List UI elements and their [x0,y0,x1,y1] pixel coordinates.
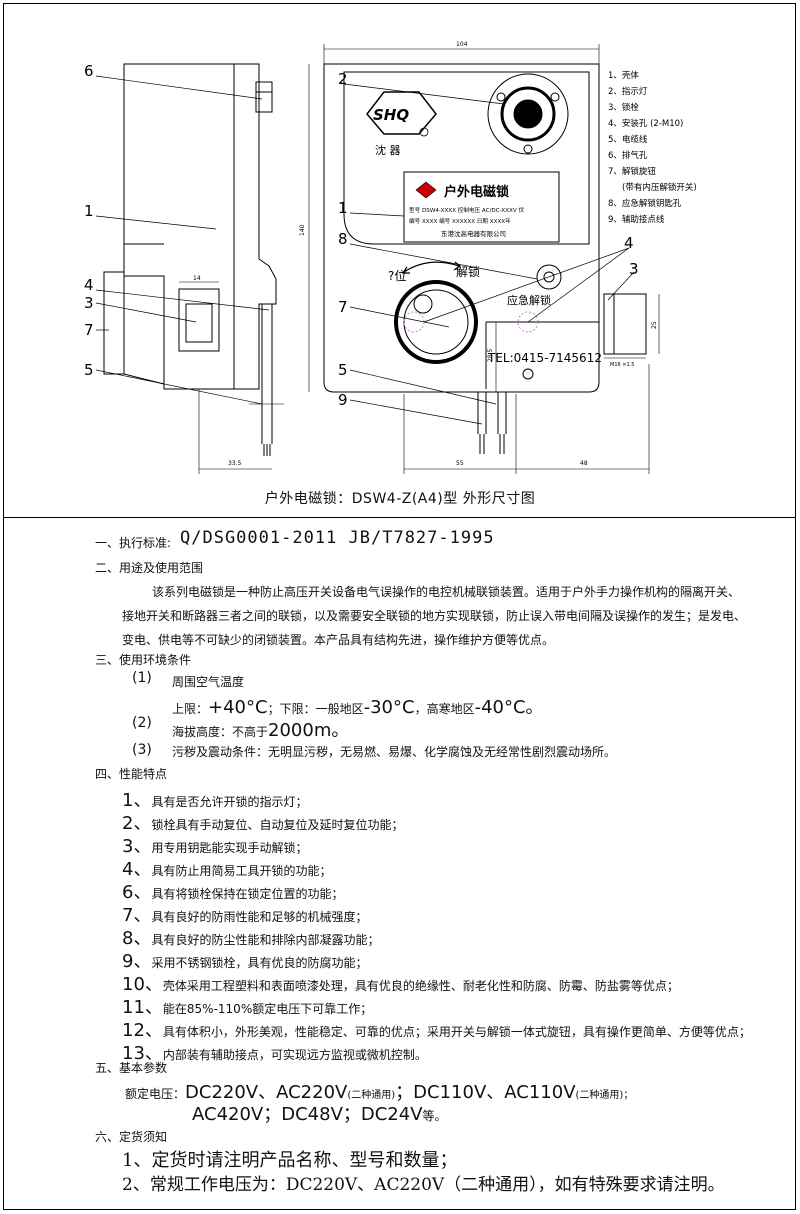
dial-labels: ?位 解锁 应急解锁 [388,261,551,307]
feature-item: 7、具有良好的防雨性能和足够的机械强度； [122,905,368,926]
s3-1-no: (1) [132,670,152,686]
svg-text:SHQ: SHQ [373,106,409,124]
s3-1-temps: 上限：+40°C；下限：一般地区-30°C，高寒地区-40°C。 [172,697,544,718]
svg-text:8、应急解锁钥匙孔: 8、应急解锁钥匙孔 [608,198,682,209]
svg-text:4: 4 [84,276,94,294]
telephone: TEL:0415-7145612 [487,351,602,365]
svg-text:2: 2 [338,70,348,88]
front-view [308,44,650,474]
svg-text:6: 6 [84,62,94,80]
s3-1: 周围空气温度 [172,675,245,689]
svg-text:9: 9 [338,391,348,409]
svg-text:25: 25 [651,321,658,329]
brand-name: 沈 器 [375,143,401,157]
svg-text:(带有内压解锁开关): (带有内压解锁开关) [622,182,697,193]
svg-text:2、指示灯: 2、指示灯 [608,86,648,97]
unlock-label: 解锁 [456,264,480,279]
svg-text:8: 8 [338,230,348,248]
dimension-drawing: 6 1 4 3 7 5 2 1 8 7 5 9 4 3 SHQ 沈 器 户外电磁… [84,41,697,474]
svg-text:1: 1 [338,199,348,217]
svg-text:6、排气孔: 6、排气孔 [608,150,648,161]
svg-text:户外电磁锁: 户外电磁锁 [444,184,509,200]
feature-item: 9、采用不锈钢锁栓，具有优良的防腐功能； [122,951,368,972]
s2-para-1: 该系列电磁锁是一种防止高压开关设备电气误操作的电控机械联锁装置。适用于户外手力操… [152,585,741,599]
feature-item: 13、内部装有辅助接点，可实现远方监视或微机控制。 [122,1043,427,1064]
parts-legend: 1、壳体 2、指示灯 3、锁栓 4、安装孔 (2-M10) 5、电缆线 6、排气… [608,70,697,225]
svg-text:东港沈高电器有限公司: 东港沈高电器有限公司 [441,229,506,238]
s3-3: 污秽及震动条件：无明显污秽，无易燃、易爆、化学腐蚀及无经常性剧烈震动场所。 [172,745,617,759]
brand-logo: SHQ [366,91,437,137]
s3-2: 海拔高度：不高于2000m。 [172,720,350,741]
reset-label: ?位 [388,268,406,283]
feature-item: 11、能在85%-110%额定电压下可靠工作； [122,997,373,1018]
bolt-detail [603,293,660,359]
feature-item: 10、壳体采用工程塑料和表面喷漆处理，具有优良的绝缘性、耐老化性和防腐、防霉、防… [122,974,679,995]
section-divider [4,517,796,518]
drawing-caption: 户外电磁锁：DSW4-Z(A4)型 外形尺寸图 [264,491,536,507]
feature-item: 8、具有良好的防尘性能和排除内部凝露功能； [122,928,380,949]
s1-standards: Q/DSG0001-2011 JB/T7827-1995 [180,528,495,548]
svg-text:M16 ×1.5: M16 ×1.5 [610,362,634,368]
leader-lines [95,75,635,425]
feature-item: 4、具有防止用简易工具开锁的功能； [122,859,332,880]
s3-title: 三、使用环境条件 [95,653,192,667]
s3-3-no: (3) [132,742,152,758]
s6-item-2: 2、常规工作电压为：DC220V、AC220V（二种通用），如有特殊要求请注明。 [122,1175,725,1195]
side-view [103,63,284,474]
page-frame [3,3,796,1210]
s6-item-1: 1、定货时请注明产品名称、型号和数量； [122,1150,458,1171]
svg-text:9、辅助接点线: 9、辅助接点线 [608,214,665,225]
s2-title: 二、用途及使用范围 [95,561,204,575]
s4-title: 四、性能特点 [95,767,168,781]
feature-item: 6、具有将锁栓保持在锁定位置的功能； [122,882,344,903]
svg-text:型号 DSW4-XXXX 控制电压 AC/DC-XXXV 伏: 型号 DSW4-XXXX 控制电压 AC/DC-XXXV 伏 [409,206,524,214]
svg-text:5: 5 [338,361,348,379]
svg-text:104: 104 [456,41,468,48]
svg-text:28.5: 28.5 [487,348,494,362]
emergency-label: 应急解锁 [507,293,551,307]
dimension-values: 104 140 14 33.5 55 48 28.5 25 M16 ×1.5 [193,41,658,467]
s2-para-3: 变电、供电等不可缺少的闭锁装置。本产品具有结构先进，操作维护方便等优点。 [122,633,555,647]
svg-text:3、锁栓: 3、锁栓 [608,102,639,113]
svg-text:4: 4 [624,234,634,252]
svg-text:48: 48 [580,460,588,467]
svg-text:编号 XXXX 编号 XXXXXX 日期 XXXX年: 编号 XXXX 编号 XXXXXX 日期 XXXX年 [409,217,511,225]
svg-text:1、壳体: 1、壳体 [608,70,639,81]
svg-text:14: 14 [193,275,201,282]
svg-text:140: 140 [299,224,306,236]
s6-title: 六、定货须知 [95,1130,168,1144]
s5-voltages-2: AC420V；DC48V；DC24V等。 [192,1104,447,1125]
feature-item: 3、用专用钥匙能实现手动解锁； [122,836,308,857]
feature-item: 2、锁栓具有手动复位、自动复位及延时复位功能； [122,813,404,834]
s2-para-2: 接地开关和断路器三者之间的联锁，以及需要安全联锁的地方实现联锁，防止误入带电间隔… [122,609,747,623]
svg-text:5、电缆线: 5、电缆线 [608,134,648,145]
svg-text:1: 1 [84,202,94,220]
svg-text:33.5: 33.5 [228,460,242,467]
svg-text:4、安装孔 (2-M10): 4、安装孔 (2-M10) [608,118,683,129]
svg-text:3: 3 [84,294,94,312]
callout-numbers: 6 1 4 3 7 5 2 1 8 7 5 9 4 3 [84,62,639,409]
s1-title: 一、执行标准: [95,536,172,550]
svg-text:5: 5 [84,361,94,379]
svg-text:55: 55 [456,460,464,467]
svg-text:7、解锁旋钮: 7、解锁旋钮 [608,166,656,177]
s3-2-no: (2) [132,715,152,731]
nameplate: 户外电磁锁 型号 DSW4-XXXX 控制电压 AC/DC-XXXV 伏 编号 … [409,181,524,238]
s5-voltages-1: 额定电压：DC220V、AC220V(二种通用)；DC110V、AC110V(二… [125,1082,634,1103]
svg-text:3: 3 [629,260,639,278]
svg-text:7: 7 [338,298,348,316]
svg-text:7: 7 [84,321,94,339]
feature-item: 1、具有是否允许开锁的指示灯； [122,790,308,811]
s5-title: 五、基本参数 [95,1061,168,1075]
feature-item: 12、具有体积小，外形美观，性能稳定、可靠的优点；采用开关与解锁一体式旋钮，具有… [122,1020,751,1041]
